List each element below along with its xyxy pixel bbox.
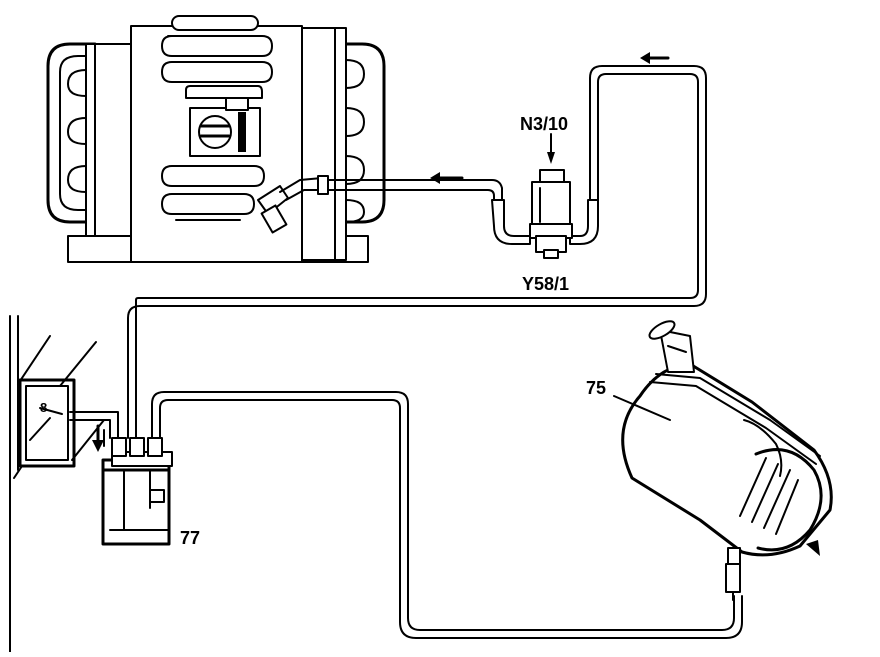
label-75: 75 <box>586 378 606 398</box>
purge-valve <box>529 133 573 259</box>
engine-right-bank <box>343 42 386 224</box>
label-y58-1: Y58/1 <box>522 274 569 294</box>
line-engine-valve <box>327 179 503 201</box>
small-reservoir <box>9 315 105 653</box>
engine-right-head <box>301 27 365 261</box>
flow-arrow-middle <box>430 172 464 184</box>
throttle-body <box>189 97 261 157</box>
label-77: 77 <box>180 528 200 548</box>
engine-left-head <box>67 43 132 237</box>
charcoal-canister <box>101 437 173 546</box>
purge-lines <box>69 52 743 639</box>
line-valve-canister <box>127 65 707 439</box>
leader-75 <box>613 395 671 421</box>
label-n3-10: N3/10 <box>520 114 568 134</box>
intake-runners-lower <box>161 165 265 221</box>
engine-left-bank <box>46 42 97 224</box>
label-8: 8 <box>40 400 47 415</box>
flow-arrow-top <box>640 52 670 64</box>
engine <box>46 15 386 263</box>
flow-arrow-down <box>92 424 105 452</box>
leader-8 <box>39 407 63 415</box>
intake-runners-upper <box>161 15 273 99</box>
fuel-tank <box>621 320 833 601</box>
line-canister-tank <box>151 391 735 631</box>
purge-nozzle <box>257 175 329 234</box>
